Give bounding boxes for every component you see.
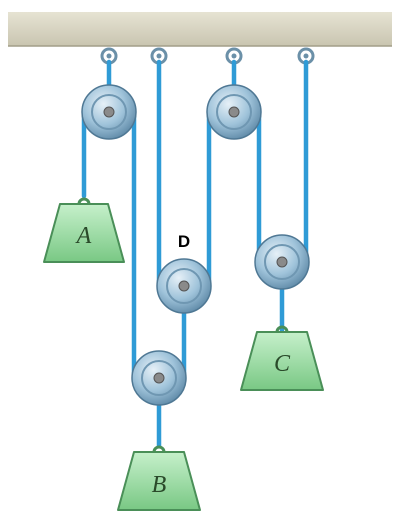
pulley-top-left-icon xyxy=(81,84,137,140)
ceiling-beam xyxy=(8,12,392,46)
weight-c-icon xyxy=(240,325,324,391)
ropes xyxy=(81,59,309,449)
point-d-label: D xyxy=(178,232,190,251)
pulley-d-icon xyxy=(156,258,212,314)
pulley-c-icon xyxy=(254,234,310,290)
weight-a-label: A xyxy=(75,223,92,249)
weight-c-label: C xyxy=(274,351,291,377)
weight-b-label: B xyxy=(152,472,167,498)
pulley-top-right-icon xyxy=(206,84,262,140)
pulley-b-icon xyxy=(131,350,187,406)
weight-b-icon xyxy=(117,445,201,511)
weight-a-icon xyxy=(43,197,125,263)
